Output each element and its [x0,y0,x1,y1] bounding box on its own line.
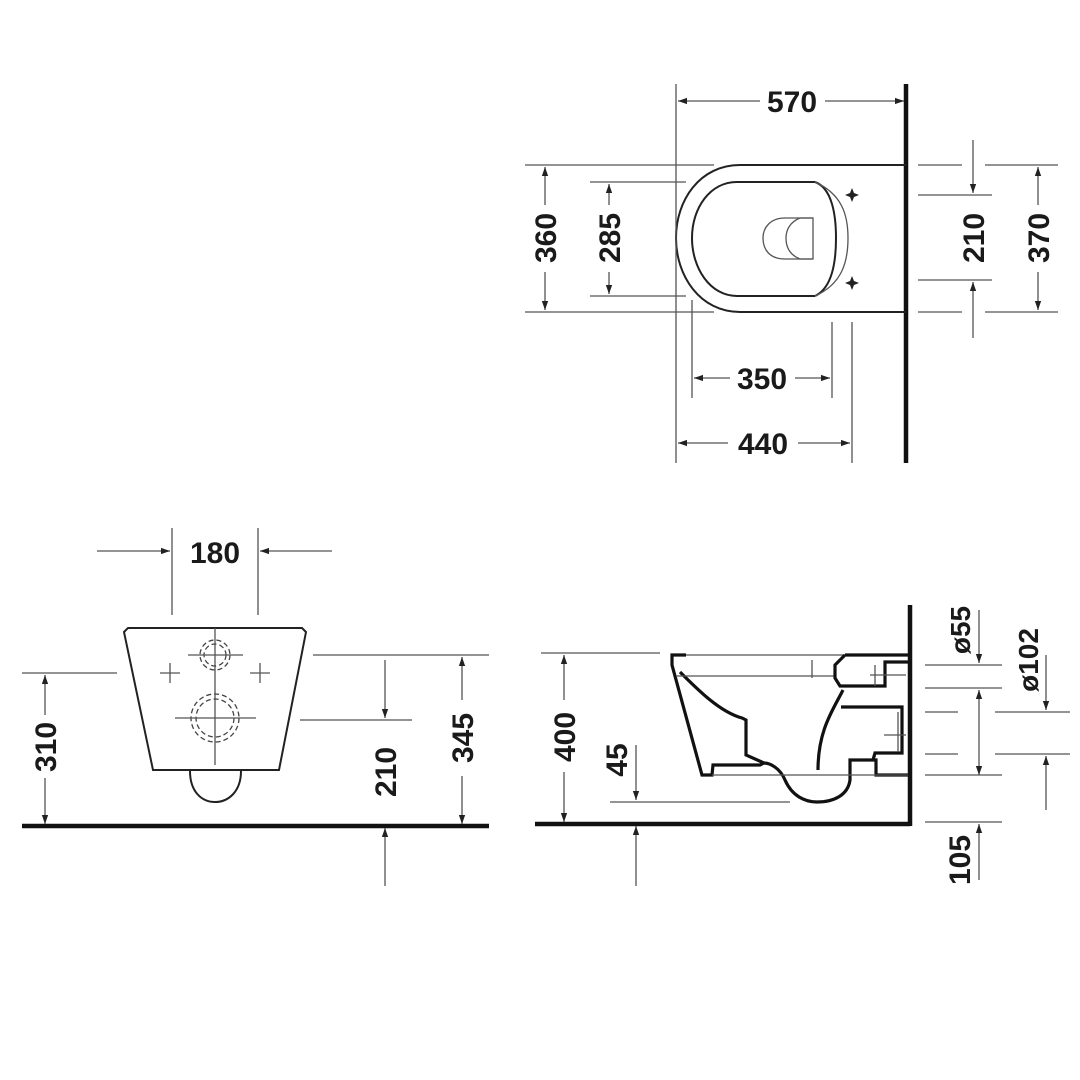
dim-outlet-diameter: ø102 [1013,628,1044,692]
top-view-outlet-shape [762,217,814,260]
fixing-point-icon [845,276,859,290]
fixing-point-icon [160,663,270,683]
dim-wall-width: 370 [1023,213,1056,263]
top-view-outlet-inner [785,217,813,260]
dim-inner-width: 285 [594,213,627,263]
dim-fixing-spacing: 210 [958,213,991,263]
dim-overall-length: 570 [767,86,817,119]
dim-fixing-height: 310 [30,722,63,772]
top-view-seat-hinge-arc-outer [814,181,849,297]
fixing-point-icon [845,188,859,202]
dim-projection: 440 [738,428,788,461]
side-view-trap [763,689,908,804]
dim-inlet-diameter: ø55 [945,606,976,654]
top-view: 570 360 285 210 370 350 440 [525,84,1058,463]
dim-outer-width: 360 [530,213,563,263]
dim-bowl-length: 350 [737,363,787,396]
dim-fixing-centres: 180 [190,537,240,570]
side-view-rear-inlet [833,653,908,688]
front-view-body [122,627,308,771]
side-view: 400 45 ø55 ø102 105 [535,605,1070,886]
dim-outlet-height: 210 [370,747,403,797]
dim-rim-height: 400 [549,712,582,762]
front-view-outlet [189,770,242,804]
dim-trap-clearance: 45 [601,743,634,776]
top-view-bowl-outline [674,164,906,313]
dim-top-height: 345 [447,713,480,763]
top-view-seat-outline [690,181,815,297]
side-view-bowl [670,653,768,777]
dim-outlet-floor-height: 105 [944,835,977,885]
top-view-seat-hinge-arc [814,181,838,297]
front-view: 180 310 210 345 [22,528,489,886]
